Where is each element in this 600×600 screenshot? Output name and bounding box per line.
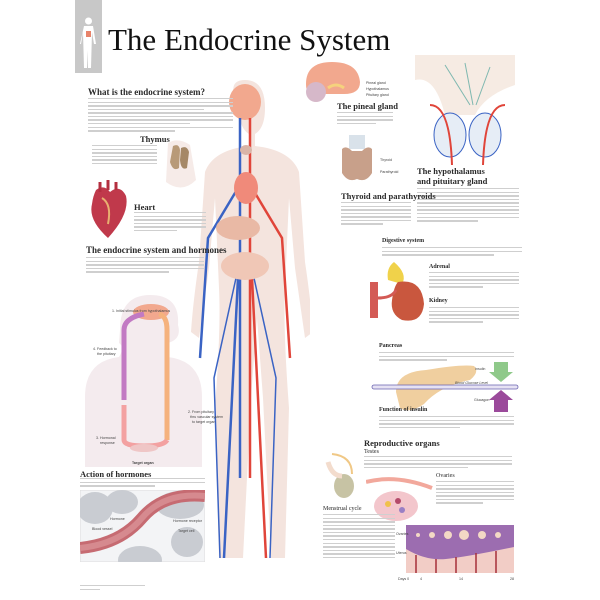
label-blood-glucose: Blood Glucose Level: [455, 381, 488, 385]
feedback-diagram: [85, 295, 202, 467]
body-text: [134, 212, 206, 233]
heading-adrenal: Adrenal: [429, 264, 450, 270]
heading-hypothalamus-2: and pituitary gland: [417, 176, 488, 186]
label-step3b: response: [100, 441, 115, 445]
insulin-glucagon-diagram: [371, 362, 519, 412]
label-blood-vessel: Blood vessel: [92, 527, 113, 531]
label-pituitary: Pituitary gland: [366, 93, 389, 97]
body-text: [382, 247, 522, 258]
label-step4b: the pituitary: [97, 352, 116, 356]
hormone-action-illustration: [80, 490, 205, 562]
label-insulin: Insulin: [475, 367, 486, 371]
cycle-day-label: Days 0: [398, 577, 410, 581]
label-step2c: to target organ: [192, 420, 216, 424]
menstrual-cycle-chart: [406, 525, 514, 573]
label-thyroid: Thyroid: [380, 158, 392, 162]
label-step3a: 3. Hormonal: [96, 436, 116, 440]
heading-thymus: Thymus: [140, 134, 170, 144]
body-text: [364, 456, 512, 470]
pituitary-illustration: [415, 55, 515, 165]
body-text: [379, 352, 514, 363]
body-text: [337, 112, 393, 126]
label-receptor: Hormone receptor: [173, 519, 202, 523]
testis-illustration: [325, 453, 354, 498]
label-target-organ: Target organ: [132, 461, 154, 465]
heading-system-hormones: The endocrine system and hormones: [86, 245, 227, 255]
label-cycle-uterus: Uterus: [396, 551, 407, 555]
heading-pancreas: Pancreas: [379, 343, 403, 349]
body-circulatory-illustration: [191, 80, 310, 559]
label-target-cell: Target cell: [178, 529, 195, 533]
body-text: [88, 98, 233, 134]
heart-illustration: [91, 180, 127, 238]
copyright-text: [80, 585, 145, 592]
heading-digestive: Digestive system: [382, 238, 425, 244]
label-step1: 1. Initial stimulus from hypothalamus: [112, 309, 171, 313]
body-text: [80, 478, 205, 489]
heading-action: Action of hormones: [80, 469, 152, 479]
body-text: [323, 514, 395, 561]
human-figure-icon: [75, 0, 102, 73]
label-step4a: 4. Feedback to: [93, 347, 117, 351]
body-text: [86, 257, 204, 275]
label-step2a: 2. From pituitary: [188, 410, 214, 414]
body-text: [436, 481, 514, 506]
brain-illustration: [306, 62, 360, 102]
heading-ovaries: Ovaries: [436, 473, 455, 479]
heading-pineal: The pineal gland: [337, 101, 398, 111]
label-hypothalamus: Hypothalamus: [366, 87, 389, 91]
cycle-day-label: 4: [420, 577, 422, 581]
thymus-illustration: [166, 140, 196, 188]
heading-reproductive: Reproductive organs: [364, 438, 440, 448]
body-text: [92, 145, 157, 166]
body-text: [379, 416, 514, 430]
heading-insulin-fn: Function of insulin: [379, 407, 428, 413]
label-cycle-ovaries: Ovaries: [396, 532, 409, 536]
heading-kidney: Kidney: [429, 298, 448, 304]
heading-hypothalamus-1: The hypothalamus: [417, 166, 485, 176]
body-text: [341, 202, 411, 227]
cycle-day-label: 28: [510, 577, 514, 581]
adrenal-kidney-illustration: [370, 262, 424, 321]
heading-heart: Heart: [134, 202, 156, 212]
body-text: [429, 272, 519, 290]
cycle-day-label: 14: [459, 577, 463, 581]
label-hormone: Hormone: [110, 517, 125, 521]
ovary-illustration: [366, 477, 433, 521]
heading-thyroid: Thyroid and parathyroids: [341, 191, 436, 201]
label-pineal: Pineal gland: [366, 81, 386, 85]
heading-menstrual: Menstrual cycle: [323, 506, 362, 512]
body-text: [429, 307, 519, 325]
label-glucagon: Glucagon: [474, 398, 490, 402]
thyroid-illustration: [342, 135, 372, 181]
label-step2b: thru vascular system: [190, 415, 223, 419]
page-title: The Endocrine System: [108, 22, 391, 57]
body-text: [417, 188, 519, 224]
heading-testes: Testes: [364, 449, 379, 455]
label-parathyroid: Parathyroid: [380, 170, 399, 174]
heading-what-is: What is the endocrine system?: [88, 87, 205, 97]
